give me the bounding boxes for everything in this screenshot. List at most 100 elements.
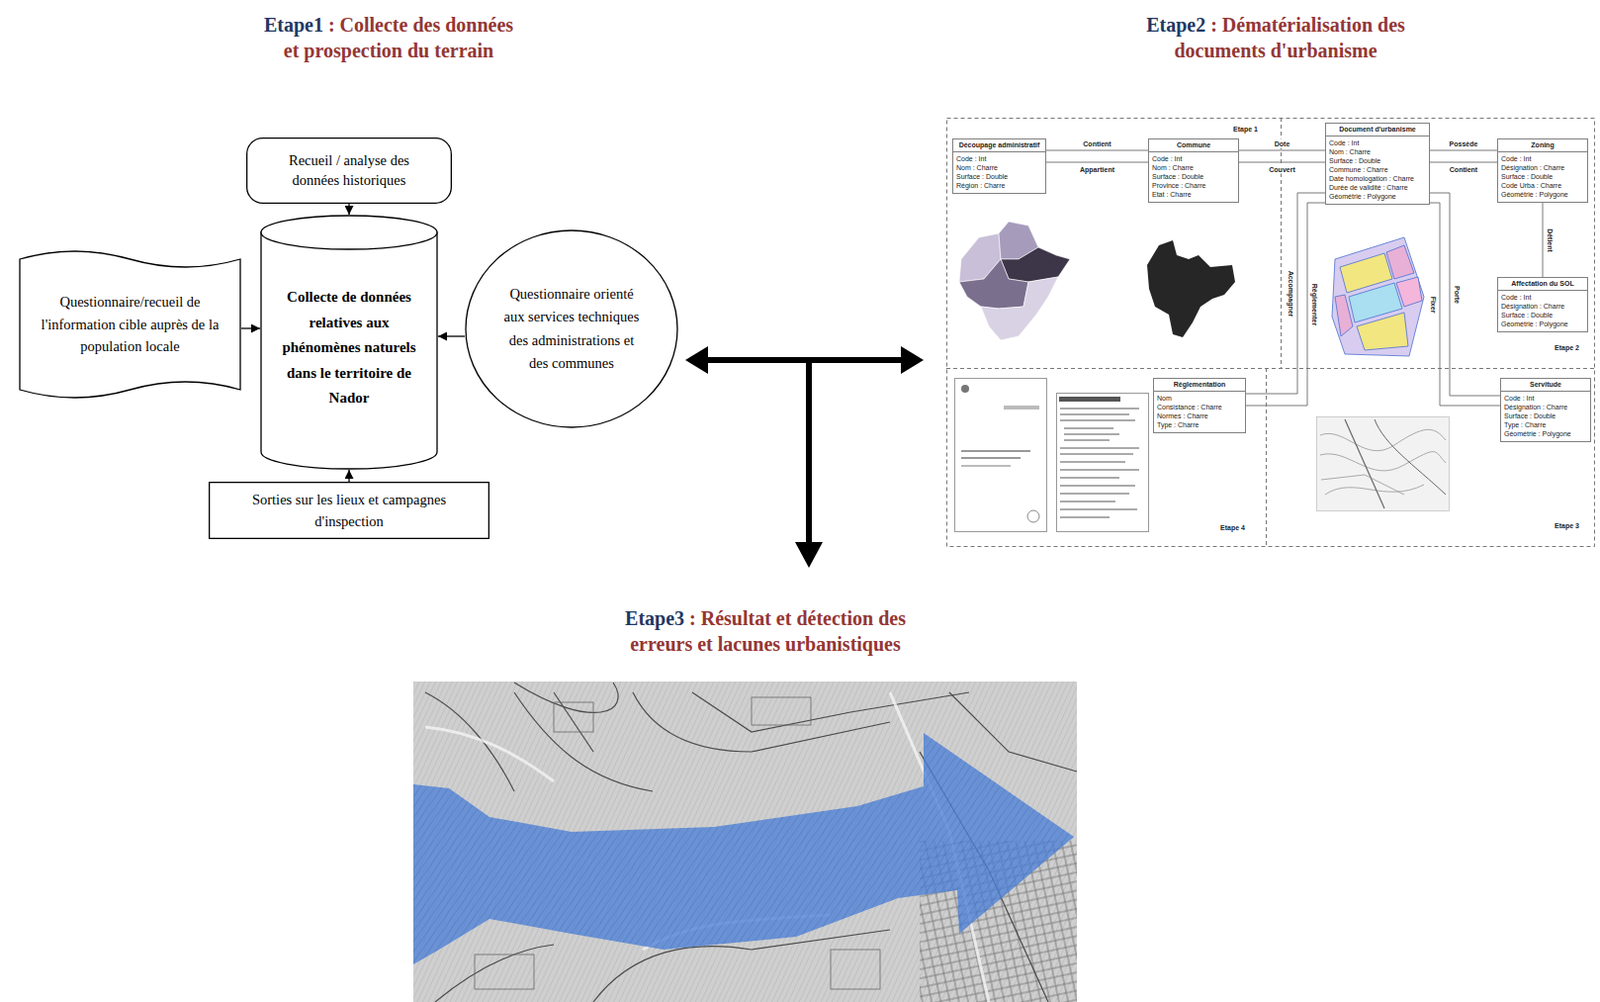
class-attribute: Durée de validité : Charre xyxy=(1326,182,1429,192)
edge-label: Dote xyxy=(1273,139,1292,149)
commune-map xyxy=(1147,240,1236,338)
text-block: Collecte de données relatives aux phénom… xyxy=(273,284,425,412)
class-attribute: Désignation : Charre xyxy=(1498,301,1588,311)
class-attribute: Nom xyxy=(1154,391,1245,403)
connector xyxy=(1046,162,1149,164)
class-attribute: Géométrie : Polygone xyxy=(1501,429,1591,442)
class-attribute: Code Urba : Charre xyxy=(1498,180,1588,190)
text-block: Recueil / analyse des données historique… xyxy=(271,151,427,190)
connector xyxy=(1429,192,1501,396)
connector xyxy=(1429,150,1498,152)
edge-label: Fixer xyxy=(1428,294,1438,314)
step-number: Etape3 xyxy=(624,607,685,629)
dashed-panel xyxy=(946,117,1596,547)
edge-label: Contient xyxy=(1081,139,1112,149)
class-attribute: Code : Int xyxy=(1326,136,1429,148)
edge-label: Porte xyxy=(1452,284,1462,305)
step-number: Etape1 xyxy=(264,13,324,36)
edge-label: Contient xyxy=(1448,165,1479,175)
link-arrow xyxy=(685,346,924,568)
rounded-box: Recueil / analyse des données historique… xyxy=(246,137,452,204)
edge-label: Couvert xyxy=(1267,165,1296,175)
connector xyxy=(348,203,350,215)
topo-map xyxy=(1317,417,1450,512)
connector xyxy=(1239,150,1326,152)
edge-label: Réglementer xyxy=(1310,281,1320,326)
class-attribute: Code : Int xyxy=(1498,290,1588,302)
class-attribute: Géométrie : Polygone xyxy=(1326,191,1429,204)
connector xyxy=(241,327,261,329)
text-block: Questionnaire/recueil de l'information c… xyxy=(32,290,228,357)
class-attribute: Surface : Double xyxy=(1149,172,1239,181)
section-label: Etape 1 xyxy=(1233,124,1258,134)
connector xyxy=(1046,150,1149,152)
uml-class-box: CommuneCode : IntNom : CharreSurface : D… xyxy=(1148,138,1240,203)
class-attribute: Nom : Charre xyxy=(953,163,1046,173)
rect-outline xyxy=(208,481,490,539)
class-header: Affectation du SOL xyxy=(1498,277,1588,291)
class-attribute: Date homologation : Charre xyxy=(1326,174,1429,183)
connector xyxy=(1245,202,1326,406)
process-box: Sorties sur les lieux et campagnes d'ins… xyxy=(208,481,490,539)
admin-map xyxy=(959,221,1070,341)
class-header: Document d'urbanisme xyxy=(1326,123,1429,137)
class-attribute: Code : Int xyxy=(953,152,1046,164)
class-attribute: Type : Charre xyxy=(1154,420,1245,433)
class-attribute: Province : Charre xyxy=(1149,180,1239,190)
connector xyxy=(1429,162,1498,164)
class-attribute: Surface : Double xyxy=(1498,310,1588,320)
section-label: Etape 3 xyxy=(1554,521,1580,531)
class-attribute: Normes : Charre xyxy=(1154,411,1245,421)
node-text: Questionnaire orienté aux services techn… xyxy=(498,282,645,375)
class-attribute: Surface : Double xyxy=(1501,411,1591,421)
connector xyxy=(1542,202,1544,277)
database-cylinder: Collecte de données relatives aux phénom… xyxy=(260,214,439,470)
class-header: Servitude xyxy=(1501,378,1591,392)
class-attribute: Surface : Double xyxy=(1498,172,1588,181)
class-attribute: Etat : Charre xyxy=(1149,189,1239,202)
class-attribute: Désignation : Charre xyxy=(1501,402,1591,412)
edge-label: Détient xyxy=(1545,227,1555,254)
class-attribute: Code : Int xyxy=(1501,391,1591,403)
class-header: Commune xyxy=(1149,139,1239,153)
node-text: Recueil / analyse des données historique… xyxy=(271,151,427,190)
class-attribute: Nom : Charre xyxy=(1149,163,1239,173)
class-attribute: Surface : Double xyxy=(953,172,1046,181)
class-header: Zoning xyxy=(1498,139,1588,153)
zoning-plan xyxy=(1332,237,1424,356)
rbox-outline xyxy=(246,137,452,204)
section-label: Etape 4 xyxy=(1220,523,1245,533)
step-title: Etape2: Dématérialisation des documents … xyxy=(1145,11,1408,64)
text-block: Questionnaire orienté aux services techn… xyxy=(498,282,645,375)
connector xyxy=(348,469,350,482)
uml-class-box: Découpage administratifCode : IntNom : C… xyxy=(952,138,1047,194)
connector xyxy=(1239,162,1326,164)
scanned-documents xyxy=(955,378,1150,533)
section-label: Etape 2 xyxy=(1554,343,1580,353)
step-number: Etape2 xyxy=(1146,13,1206,36)
uml-class-box: ServitudeCode : IntDésignation : CharreS… xyxy=(1500,377,1592,443)
text-block: Sorties sur les lieux et campagnes d'ins… xyxy=(232,488,466,534)
step-description: : Dématérialisation des documents d'urba… xyxy=(1173,13,1405,62)
connector xyxy=(1245,192,1326,394)
class-attribute: Commune : Charre xyxy=(1326,165,1429,175)
edge-label: Appartient xyxy=(1078,165,1116,175)
result-map xyxy=(413,681,1077,1002)
edge-label: Possède xyxy=(1448,139,1480,149)
class-attribute: Code : Int xyxy=(1498,152,1588,164)
uml-class-box: Affectation du SOLCode : IntDésignation … xyxy=(1497,276,1589,333)
class-attribute: Nom : Charre xyxy=(1326,147,1429,157)
class-attribute: Code : Int xyxy=(1149,152,1239,164)
edge-label: Accompagner xyxy=(1286,268,1296,318)
class-header: Découpage administratif xyxy=(953,139,1046,153)
connector xyxy=(438,335,465,337)
class-attribute: Consistance : Charre xyxy=(1154,402,1245,412)
ellipse-node: Questionnaire orienté aux services techn… xyxy=(464,229,679,429)
node-text: Sorties sur les lieux et campagnes d'ins… xyxy=(232,488,466,534)
uml-class-box: ZoningCode : IntDésignation : CharreSurf… xyxy=(1497,138,1589,203)
document-banner: Questionnaire/recueil de l'information c… xyxy=(18,245,242,404)
class-attribute: Type : Charre xyxy=(1501,420,1591,430)
step-title: Etape1: Collecte des données et prospect… xyxy=(258,11,521,64)
ell-outline xyxy=(464,229,679,429)
